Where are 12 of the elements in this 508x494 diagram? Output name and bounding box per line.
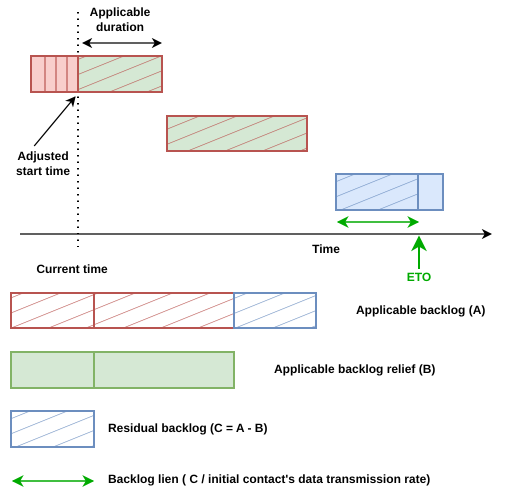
axis-label: Current time [36,262,108,277]
legend-text: Applicable backlog (A) [356,303,486,318]
legend-text: Backlog lien ( C / initial contact's data transmission rate) [108,472,430,487]
dimension-label: Applicable duration [88,5,152,35]
legend-text: Applicable backlog relief (B) [274,362,436,377]
annotation-text: ETO [399,270,439,285]
annotation-text: Adjusted start time [3,149,83,179]
leader-line [34,96,76,146]
leader-line [411,235,427,269]
axis-label: Time [312,242,340,257]
legend-text: Residual backlog (C = A - B) [108,421,268,436]
task-bar [30,55,163,93]
